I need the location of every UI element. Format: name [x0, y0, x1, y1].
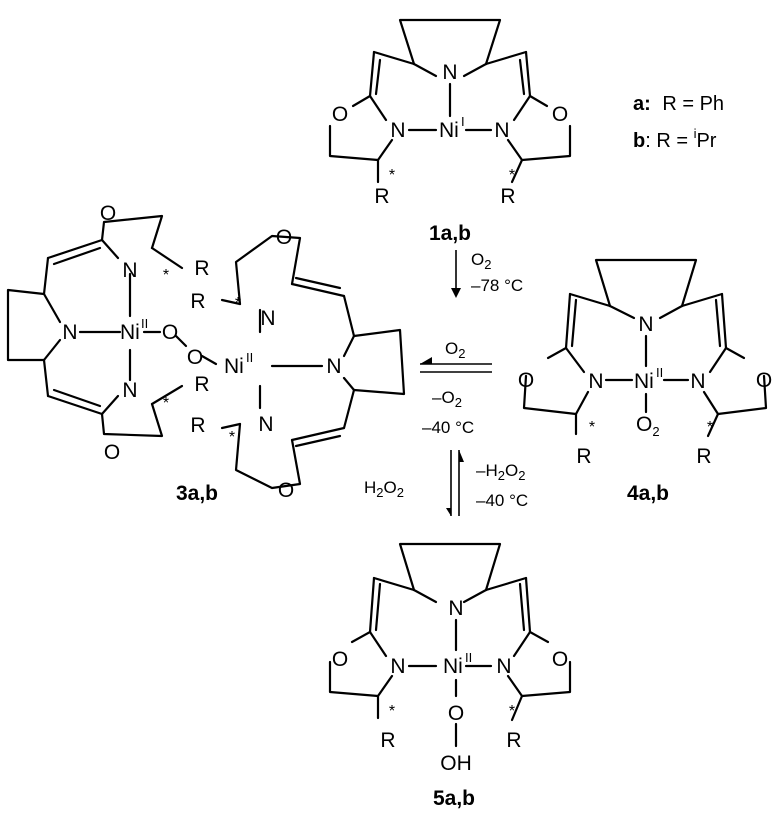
nitrogen-atom: N — [448, 597, 463, 620]
compound-label: 3a,b — [176, 482, 218, 505]
oxygen-atom: O — [756, 369, 772, 392]
stereo-mark: * — [389, 703, 395, 720]
reagent-minus-o2: –O — [432, 388, 455, 407]
oxygen-atom: O — [332, 103, 348, 126]
compound-label: 1a,b — [429, 222, 471, 245]
r-group: R — [190, 290, 205, 313]
compound-label: 5a,b — [433, 787, 475, 810]
nitrogen-atom: N — [122, 259, 137, 282]
oxidation-state: II — [246, 350, 253, 365]
nitrogen-atom: N — [588, 370, 603, 393]
svg-text:O2: O2 — [636, 413, 660, 439]
legend-text-a: R = Ph — [662, 93, 724, 115]
oxygen-atom: O — [552, 103, 568, 126]
nitrogen-atom: N — [258, 413, 273, 436]
reagent-o2: O — [471, 250, 484, 269]
nitrogen-atom: N — [496, 655, 511, 678]
r-group: R — [190, 414, 205, 437]
r-group: R — [696, 445, 711, 468]
compound-3-bonds — [6, 214, 406, 490]
nitrogen-atom: N — [494, 119, 509, 142]
svg-text:b: R = iPr: b: R = iPr — [633, 126, 717, 152]
r-group: R — [506, 729, 521, 752]
r-group: R — [500, 185, 515, 208]
oxygen-atom: O — [162, 321, 178, 344]
stereo-mark: * — [163, 267, 169, 284]
legend-text-b: : R = — [645, 130, 693, 152]
equilibrium-4-5: H2O2 –H2O2 –40 °C — [364, 450, 528, 516]
oxygen-atom: O — [278, 479, 294, 502]
compound-3: O N N Ni II N O * * R R O O O N Ni II N … — [6, 202, 406, 505]
temperature-label: –78 °C — [471, 276, 523, 295]
oxidation-state: II — [656, 365, 663, 380]
legend-text-b-tail: Pr — [696, 130, 716, 152]
oxygen-atom: O — [104, 441, 120, 464]
oxygen-atom: O — [187, 346, 203, 369]
reagent-h2o2: H — [364, 478, 376, 497]
compound-label: 4a,b — [627, 482, 669, 505]
substituent-legend: a: R = Ph b: R = iPr — [633, 93, 724, 152]
legend-key-b: b — [633, 130, 645, 152]
r-group: R — [194, 373, 209, 396]
stereo-mark: * — [229, 429, 235, 446]
nitrogen-atom: N — [122, 379, 137, 402]
compound-1: N O O N N Ni I * * R R 1a,b — [328, 18, 572, 245]
oxygen-atom: O — [100, 202, 116, 225]
nitrogen-atom: N — [326, 355, 341, 378]
svg-text:–H2O2: –H2O2 — [476, 461, 525, 483]
svg-text:O2: O2 — [445, 339, 465, 361]
compound-5: N O O N N Ni II O OH * * R R 5a,b — [328, 542, 572, 810]
superoxo-ligand: O — [636, 413, 652, 436]
nitrogen-atom: N — [260, 307, 275, 330]
reagent-o2: O — [445, 339, 458, 358]
nitrogen-atom: N — [62, 321, 77, 344]
nitrogen-atom: N — [390, 119, 405, 142]
nitrogen-atom: N — [442, 61, 457, 84]
hydroxy-group: OH — [440, 752, 472, 775]
stereo-mark: * — [589, 419, 595, 436]
stereo-mark: * — [509, 167, 515, 184]
arrow-1-to-4: O2 –78 °C — [451, 250, 523, 298]
temperature-label: –40 °C — [476, 491, 528, 510]
r-group: R — [380, 729, 395, 752]
nickel-atom: Ni — [439, 119, 459, 142]
compound-5-bonds — [328, 542, 572, 748]
compound-4: N O O N N Ni II O2 * * R R 4a,b — [518, 258, 772, 505]
nitrogen-atom: N — [638, 313, 653, 336]
stereo-mark: * — [163, 395, 169, 412]
nickel-atom: Ni — [443, 655, 463, 678]
oxidation-state: I — [461, 114, 465, 129]
oxygen-atom: O — [276, 226, 292, 249]
compound-1-bonds — [328, 18, 572, 184]
oxygen-atom: O — [518, 369, 534, 392]
oxidation-state: II — [141, 316, 148, 331]
equilibrium-3-4: O2 –O2 –40 °C — [420, 339, 492, 437]
r-group: R — [374, 185, 389, 208]
legend-sup-i: i — [694, 126, 697, 141]
oxygen-atom: O — [552, 648, 568, 671]
nickel-atom: Ni — [634, 370, 654, 393]
stereo-mark: * — [509, 703, 515, 720]
compound-4-bonds — [522, 258, 768, 438]
oxygen-atom: O — [448, 702, 464, 725]
svg-text:O2: O2 — [471, 250, 491, 272]
stereo-mark: * — [235, 295, 241, 312]
nitrogen-atom: N — [690, 370, 705, 393]
stereo-mark: * — [389, 167, 395, 184]
oxidation-state: II — [465, 650, 472, 665]
legend-key-a: a: — [633, 93, 651, 115]
nitrogen-atom: N — [390, 655, 405, 678]
nickel-atom: Ni — [120, 321, 140, 344]
svg-text:a: R = Ph: a: R = Ph — [633, 93, 724, 115]
r-group: R — [576, 445, 591, 468]
svg-text:H2O2: H2O2 — [364, 478, 404, 500]
nickel-atom: Ni — [224, 355, 244, 378]
reagent-minus-h2o2: –H — [476, 461, 498, 480]
svg-text:–O2: –O2 — [432, 388, 462, 410]
stereo-mark: * — [707, 419, 713, 436]
r-group: R — [194, 257, 209, 280]
oxygen-atom: O — [332, 648, 348, 671]
temperature-label: –40 °C — [422, 418, 474, 437]
